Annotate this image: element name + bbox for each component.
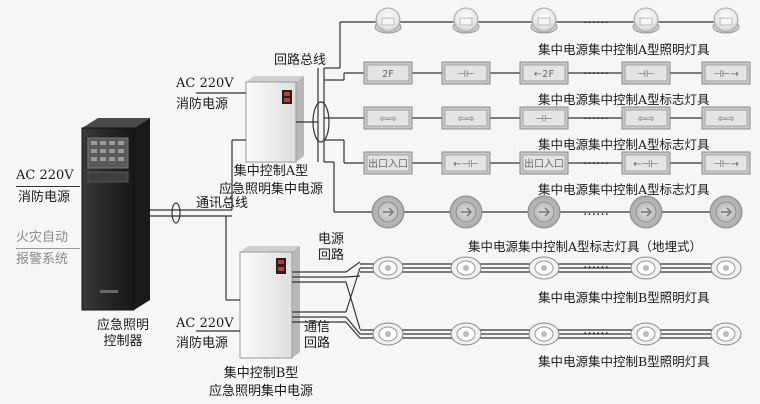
svg-text:←⊣⊢: ←⊣⊢ — [633, 159, 659, 170]
ellipsis: …… — [583, 323, 609, 338]
floor-fixture — [709, 195, 743, 229]
fire-alarm-line2: 报警系统 — [16, 252, 69, 267]
comm-loop-line1: 通信 — [304, 320, 331, 335]
sign-fixture: ⊣⊢ — [621, 61, 671, 85]
spot-fixture — [710, 256, 742, 280]
bulb-fixture — [452, 7, 480, 34]
spot-fixture — [710, 322, 742, 346]
sign-fixture: 出口入口 — [519, 151, 569, 175]
loop-bus-label: 回路总线 — [274, 53, 327, 68]
svg-text:⇦⇨: ⇦⇨ — [380, 114, 397, 125]
comm-bus-label: 通讯总线 — [196, 196, 249, 211]
fire-alarm-line1: 火灾自动 — [16, 230, 69, 245]
svg-text:⇦⇨: ⇦⇨ — [458, 114, 475, 125]
sign-fixture: ⊣⊢ — [519, 106, 569, 130]
bulb-fixture — [712, 7, 740, 34]
sign-fixture: ←2F — [519, 61, 569, 85]
ellipsis: …… — [583, 257, 609, 272]
sign-fixture: ⇦⇨ — [441, 106, 491, 130]
power-loop-line2: 回路 — [318, 248, 345, 263]
supply-b-box — [239, 246, 300, 359]
controller-power-rule — [16, 186, 80, 187]
svg-text:出口入口: 出口入口 — [368, 157, 408, 170]
sign-fixture: ⊣⊢→ — [701, 61, 751, 85]
svg-text:⇦⇨: ⇦⇨ — [638, 114, 655, 125]
supply-b-power-source: 消防电源 — [176, 336, 229, 351]
sign-fixture: ←⊣⊢ — [621, 151, 671, 175]
sign-fixture: ←⊣⊢ — [441, 151, 491, 175]
svg-text:⊣⊢→: ⊣⊢→ — [713, 69, 739, 80]
spot-fixture — [450, 322, 482, 346]
svg-text:⊣⊢: ⊣⊢ — [535, 114, 552, 125]
sign-fixture: 2F — [363, 61, 413, 85]
row-label: 集中电源集中控制B型照明灯具 — [538, 290, 710, 305]
svg-text:⇦⇨: ⇦⇨ — [718, 114, 735, 125]
svg-text:⊣⊢: ⊣⊢ — [637, 69, 654, 80]
ellipsis: …… — [583, 108, 609, 123]
comm-loop-line2: 回路 — [304, 336, 331, 351]
ellipsis: …… — [583, 204, 609, 219]
svg-text:⊣⊢: ⊣⊢ — [457, 69, 474, 80]
svg-text:←⊣⊢: ←⊣⊢ — [453, 159, 479, 170]
floor-fixture — [449, 195, 483, 229]
bulb-fixture — [374, 7, 402, 34]
spot-fixture — [528, 256, 560, 280]
supply-a-title-line1: 集中控制A型 — [233, 164, 309, 179]
fixture-rows: 2F ⊣⊢ ←2F ⊣⊢ ⊣⊢→ ⇦⇨ ⇦⇨ ⊣⊢ ⇦⇨ ⇦⇨ 出口入口 ←⊣⊢ 出口入口 ←⊣⊢ ⊣⊢→ — [363, 7, 751, 346]
spot-fixture — [528, 322, 560, 346]
sign-fixture: ⊣⊢→ — [701, 151, 751, 175]
controller-power-voltage: AC 220V — [16, 168, 74, 183]
spot-fixture — [630, 322, 662, 346]
ellipsis: …… — [583, 63, 609, 78]
svg-text:←2F: ←2F — [534, 69, 555, 80]
row-label: 集中电源集中控制A型标志灯具 — [538, 92, 710, 107]
controller-title-line1: 应急照明 — [96, 318, 149, 333]
supply-a-power-source: 消防电源 — [176, 97, 229, 112]
sign-fixture: ⇦⇨ — [701, 106, 751, 130]
supply-b-title-line1: 集中控制B型 — [223, 366, 299, 381]
controller-alarm-rule — [16, 248, 80, 249]
controller-cabinet — [81, 118, 150, 311]
row-label: 集中电源集中控制A型标志灯具 — [538, 137, 710, 152]
controller-power-source: 消防电源 — [18, 190, 71, 205]
supply-a-box — [245, 76, 304, 163]
sign-fixture: 出口入口 — [363, 151, 413, 175]
spot-fixture — [372, 322, 404, 346]
sign-fixture: ⇦⇨ — [363, 106, 413, 130]
svg-text:出口入口: 出口入口 — [524, 157, 564, 170]
supply-b-power-voltage: AC 220V — [176, 316, 234, 331]
ellipsis: …… — [583, 153, 609, 168]
svg-text:2F: 2F — [382, 69, 394, 80]
controller-title-line2: 控制器 — [103, 334, 143, 349]
bulb-fixture — [530, 7, 558, 34]
floor-fixture — [629, 195, 663, 229]
spot-fixture — [372, 256, 404, 280]
supply-b-title-line2: 应急照明集中电源 — [208, 384, 313, 399]
sign-fixture: ⇦⇨ — [621, 106, 671, 130]
row-label: 集中电源集中控制A型标志灯具（地埋式） — [468, 239, 703, 254]
floor-fixture — [527, 195, 561, 229]
ellipsis: …… — [583, 12, 609, 27]
power-loop-line1: 电源 — [318, 232, 345, 247]
spot-fixture — [630, 256, 662, 280]
supply-a-power-voltage: AC 220V — [176, 76, 234, 91]
svg-text:⊣⊢→: ⊣⊢→ — [713, 159, 739, 170]
row-label: 集中电源集中控制A型照明灯具 — [538, 42, 710, 57]
bulb-fixture — [632, 7, 660, 34]
floor-fixture — [371, 195, 405, 229]
supply-a-title-line2: 应急照明集中电源 — [218, 182, 323, 197]
sign-fixture: ⊣⊢ — [441, 61, 491, 85]
row-label: 集中电源集中控制B型照明灯具 — [538, 354, 710, 369]
spot-fixture — [450, 256, 482, 280]
row-label: 集中电源集中控制A型标志灯具 — [538, 182, 710, 197]
